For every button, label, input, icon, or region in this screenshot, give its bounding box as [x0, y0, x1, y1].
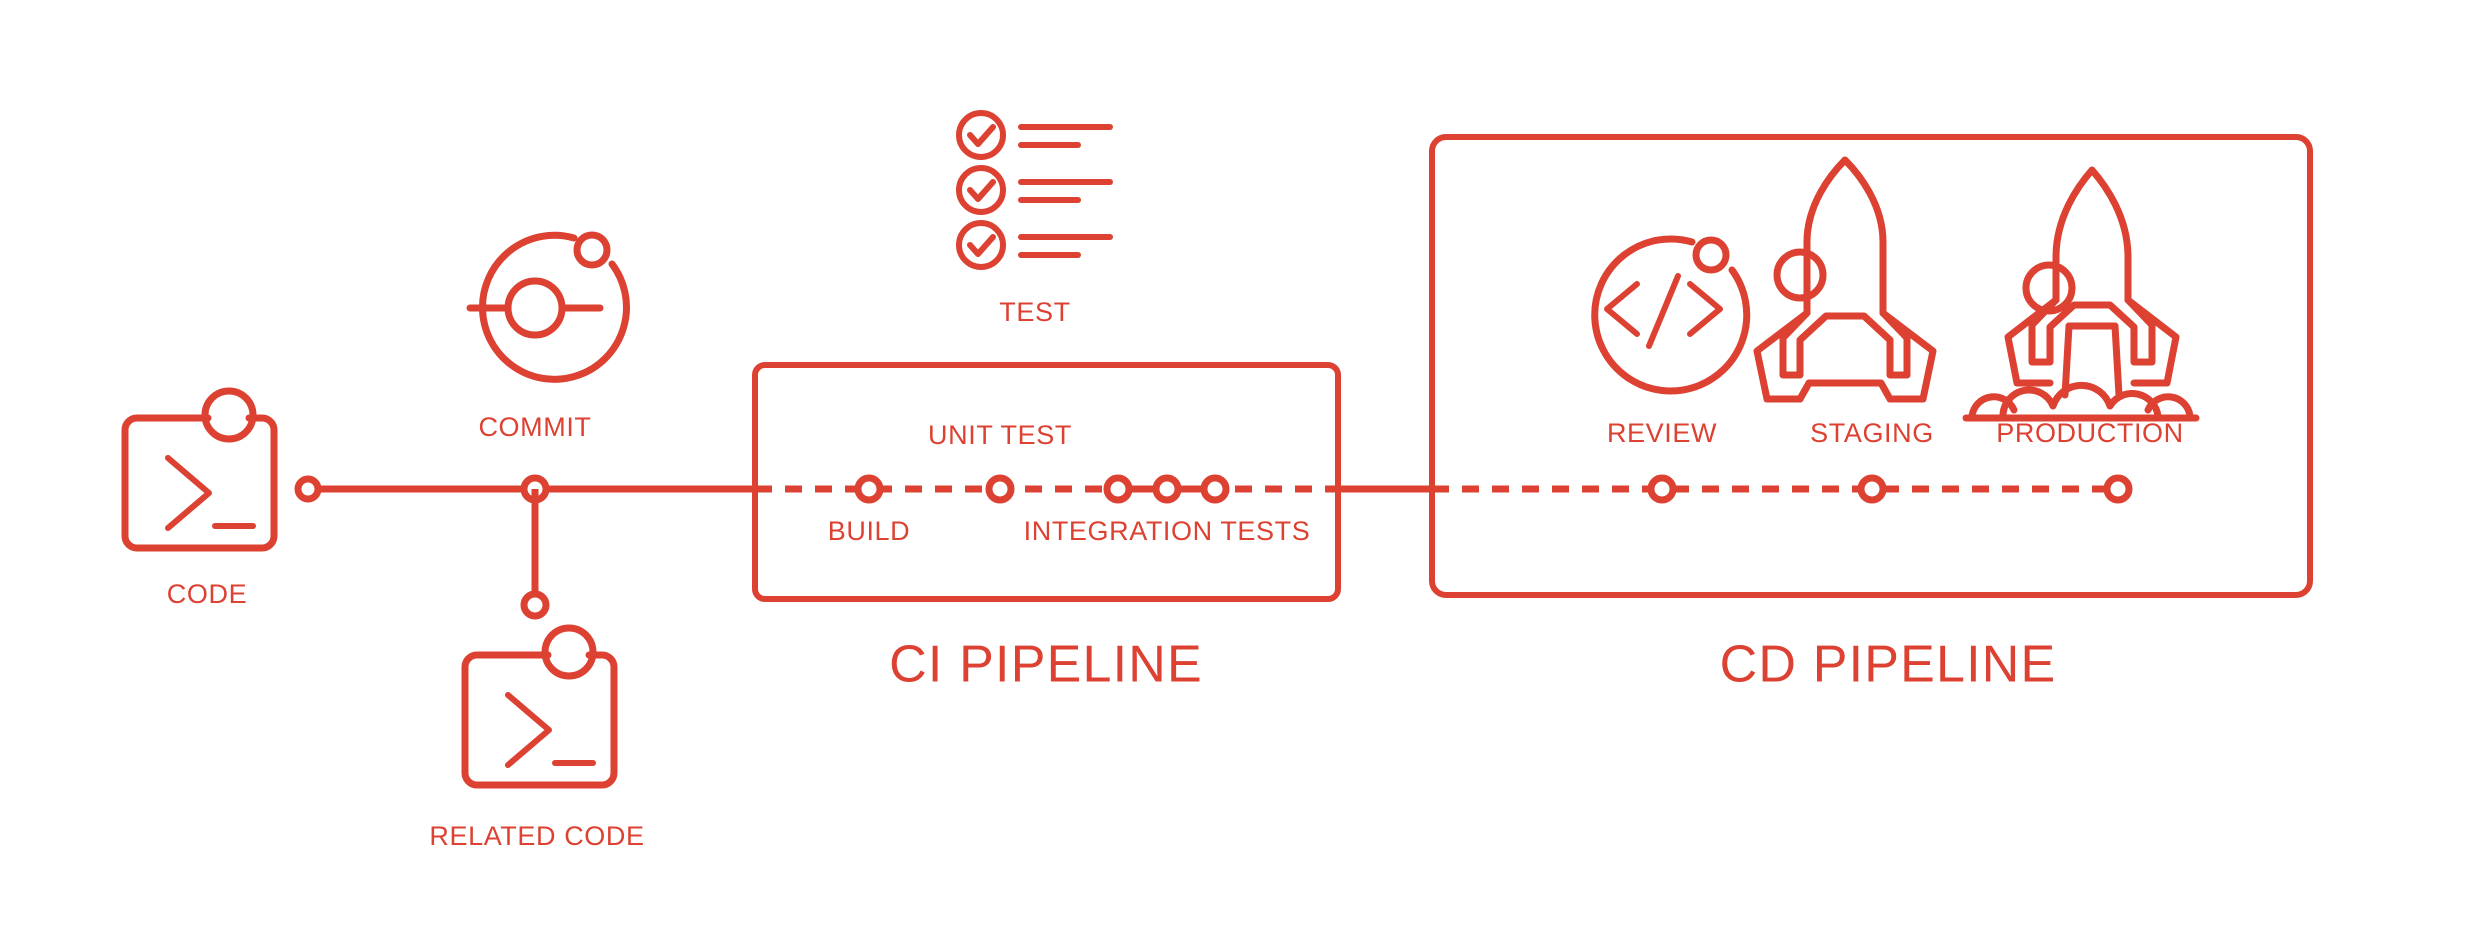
related-code-rail-node[interactable] [520, 590, 550, 620]
ci-pipeline-box [752, 362, 1341, 602]
staging-label: STAGING [1810, 418, 1934, 448]
rocket-launching-icon [1962, 166, 2200, 422]
related-code-icon [461, 624, 618, 789]
code-label: CODE [167, 579, 247, 609]
cd-pipeline-box [1429, 134, 2313, 598]
unit-test-node[interactable] [985, 474, 1015, 504]
integration-tests-label: INTEGRATION TESTS [1024, 516, 1311, 546]
review-label: REVIEW [1607, 418, 1717, 448]
code-rail-node[interactable] [294, 475, 322, 503]
rocket-standing-icon [1753, 156, 1937, 403]
integration-test-node-3[interactable] [1200, 474, 1230, 504]
staging-node[interactable] [1857, 474, 1887, 504]
test-label: TEST [999, 297, 1070, 327]
commit-icon [466, 231, 630, 383]
production-label: PRODUCTION [1996, 418, 2184, 448]
related-code-label: RELATED CODE [429, 821, 644, 851]
test-checklist-icon [956, 110, 1113, 270]
code-icon [121, 387, 278, 552]
cd-pipeline-title: CD PIPELINE [1720, 636, 2057, 694]
commit-label: COMMIT [478, 412, 591, 442]
code-review-icon [1591, 235, 1751, 395]
integration-test-node-2[interactable] [1152, 474, 1182, 504]
build-label: BUILD [828, 516, 911, 546]
build-node[interactable] [854, 474, 884, 504]
review-node[interactable] [1647, 474, 1677, 504]
integration-test-node-1[interactable] [1103, 474, 1133, 504]
ci-pipeline-title: CI PIPELINE [889, 636, 1203, 694]
unit-test-label: UNIT TEST [928, 420, 1072, 450]
production-node[interactable] [2103, 474, 2133, 504]
